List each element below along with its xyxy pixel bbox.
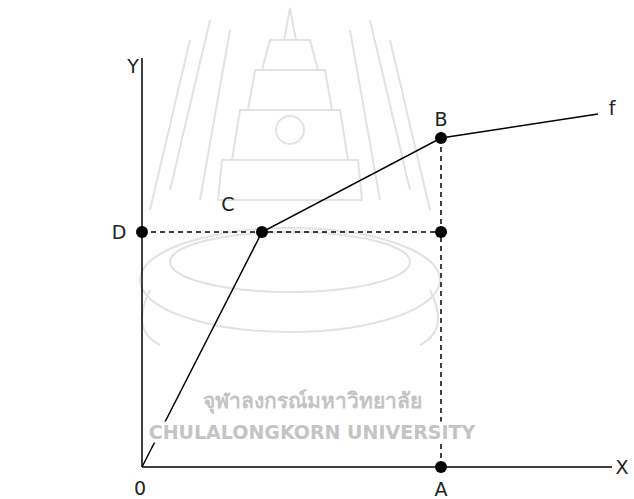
- function-curve: [142, 114, 598, 467]
- curve-label: f: [609, 98, 616, 119]
- point-dot: [435, 226, 447, 238]
- point-label: D: [112, 222, 127, 243]
- point-label: C: [221, 194, 234, 215]
- point-label: A: [435, 479, 448, 499]
- y-axis: [141, 58, 143, 467]
- watermark: CHULALONGKORN UNIVERSITY: [147, 422, 478, 443]
- origin-label: 0: [134, 478, 146, 499]
- watermark: จุฬาลงกรณ์มหาวิทยาลัย: [201, 390, 424, 413]
- axis-label: X: [615, 457, 628, 478]
- axis-label: Y: [127, 56, 139, 77]
- point-label: B: [434, 109, 447, 130]
- dashed-guide: [142, 231, 441, 233]
- point-dot: [435, 132, 447, 144]
- point-dot: [435, 461, 447, 473]
- dashed-guide: [440, 138, 442, 467]
- point-dot: [256, 226, 268, 238]
- x-axis: [142, 466, 612, 468]
- point-dot: [136, 226, 148, 238]
